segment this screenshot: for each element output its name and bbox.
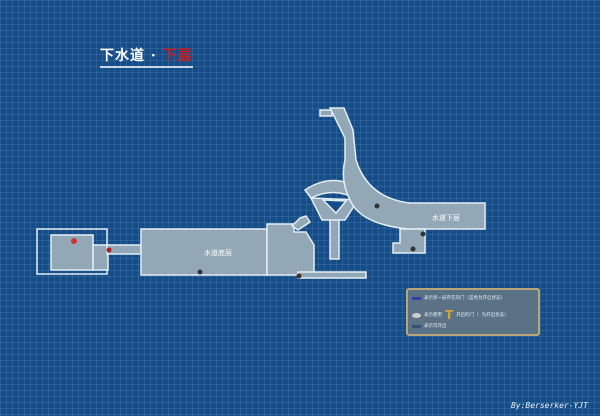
item-icon: [296, 273, 302, 279]
corridor-south: [297, 271, 367, 279]
sewer-curved-corridor: [328, 107, 486, 230]
map-title: 下水道 · 下层: [100, 45, 193, 68]
save-point-icon: [71, 238, 77, 244]
corridor-vertical: [329, 214, 340, 260]
connector: [290, 215, 312, 231]
room-lower-floor: [140, 228, 268, 276]
item-icon: [106, 247, 112, 253]
title-main: 下水道 ·: [100, 48, 157, 64]
corridor-west: [106, 244, 142, 255]
legend-row-1: 表示另一层存在的门（蓝色为开启状态）: [424, 296, 505, 301]
arc-room-hole: [321, 199, 348, 215]
item-icon: [410, 246, 416, 252]
enemy-icon: [197, 269, 203, 275]
corridor-north-stub: [319, 109, 333, 117]
door-icon: [412, 312, 421, 318]
item-icon: [420, 231, 426, 237]
author-credit: By:Berserker-YJT: [510, 401, 588, 410]
legend-row-2b: 开启的门（: [456, 313, 479, 318]
item-icon: [374, 203, 380, 209]
openable-icon: [412, 324, 421, 328]
room-southeast: [392, 228, 426, 254]
area-label-lower-floor: 水道底层: [204, 248, 232, 257]
room-south: [266, 223, 315, 276]
door-other-floor-icon: [412, 296, 421, 300]
left-side-room: [92, 244, 109, 271]
area-label-sewer-lower: 水道下层: [432, 213, 460, 222]
legend-row-2a: 表示使用: [424, 313, 442, 318]
legend-row-2c: 为开启状态）: [481, 313, 509, 318]
legend-row-3: 表示可开启: [424, 324, 447, 329]
t-key-icon: T: [445, 308, 454, 322]
title-sub: 下层: [162, 48, 193, 64]
